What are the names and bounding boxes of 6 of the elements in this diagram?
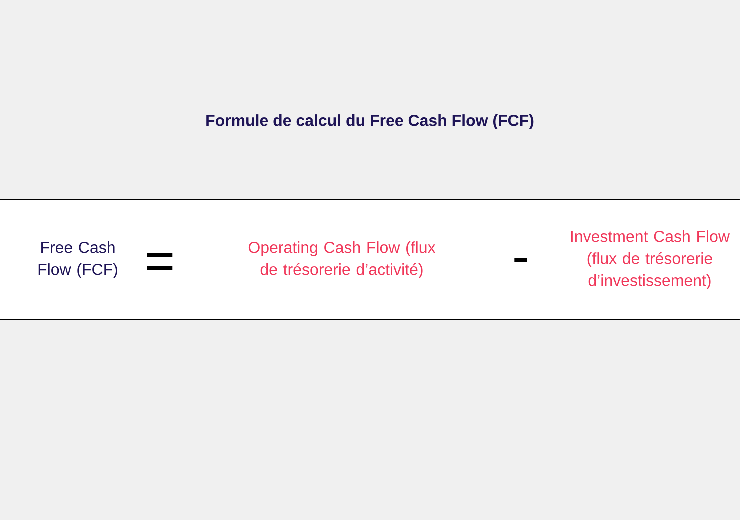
operating-term: Operating Cash Flow (flux de trésorerie d’activité) [248, 242, 436, 278]
result-term: Free Cash Flow (FCF) [38, 242, 118, 278]
equals-sign: = [147, 253, 173, 270]
title: Formule de calcul du Free Cash Flow (FCF) [206, 114, 534, 130]
investment-term: Investment Cash Flow (flux de trésorerie d’investissement) [571, 230, 730, 290]
minus-sign: - [514, 258, 528, 262]
